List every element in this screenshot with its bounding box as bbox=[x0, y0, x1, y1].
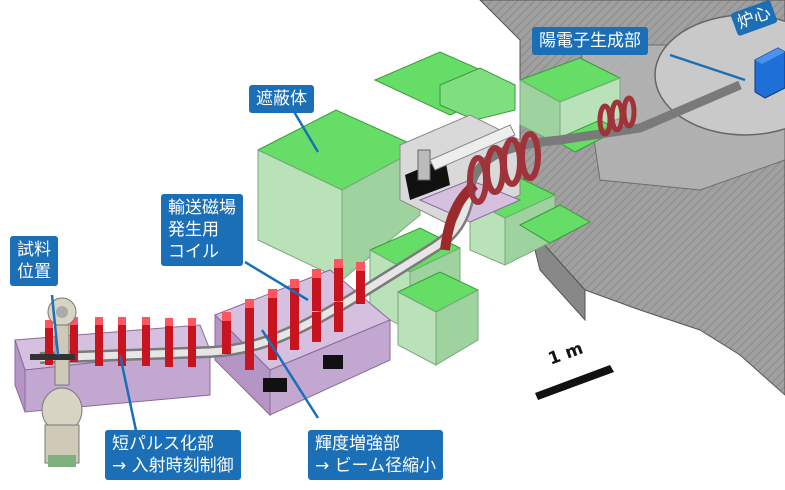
shield-label-text: 遮蔽体 bbox=[256, 89, 307, 109]
short-pulse-line-1: 短パルス化部 bbox=[112, 434, 214, 454]
short-pulse-line-2: → 入射時刻制御 bbox=[112, 456, 234, 476]
short-pulse-label: 短パルス化部 → 入射時刻制御 bbox=[105, 430, 241, 480]
transport-coils bbox=[45, 95, 637, 370]
transport-coil-line-3: コイル bbox=[168, 242, 219, 262]
brightness-line-1: 輝度増強部 bbox=[315, 434, 400, 454]
reactor-core-cube bbox=[754, 47, 785, 99]
brightness-line-2: → ビーム径縮小 bbox=[315, 456, 437, 476]
transport-coil-line-1: 輸送磁場 bbox=[168, 198, 236, 218]
sample-position-label: 試料 位置 bbox=[10, 236, 58, 286]
transport-coil-line-2: 発生用 bbox=[168, 220, 219, 240]
positron-generator-label: 陽電子生成部 bbox=[532, 27, 648, 55]
shield-label: 遮蔽体 bbox=[249, 85, 314, 113]
brightness-label: 輝度増強部 → ビーム径縮小 bbox=[308, 430, 444, 480]
callout-pointers bbox=[50, 53, 746, 441]
scale-bar bbox=[535, 365, 614, 400]
transport-coil-label: 輸送磁場 発生用 コイル bbox=[161, 194, 243, 266]
sample-position-line-1: 試料 bbox=[17, 240, 51, 260]
positron-generator-label-text: 陽電子生成部 bbox=[539, 31, 641, 51]
sample-apparatus bbox=[30, 297, 83, 467]
sample-position-line-2: 位置 bbox=[17, 262, 51, 282]
